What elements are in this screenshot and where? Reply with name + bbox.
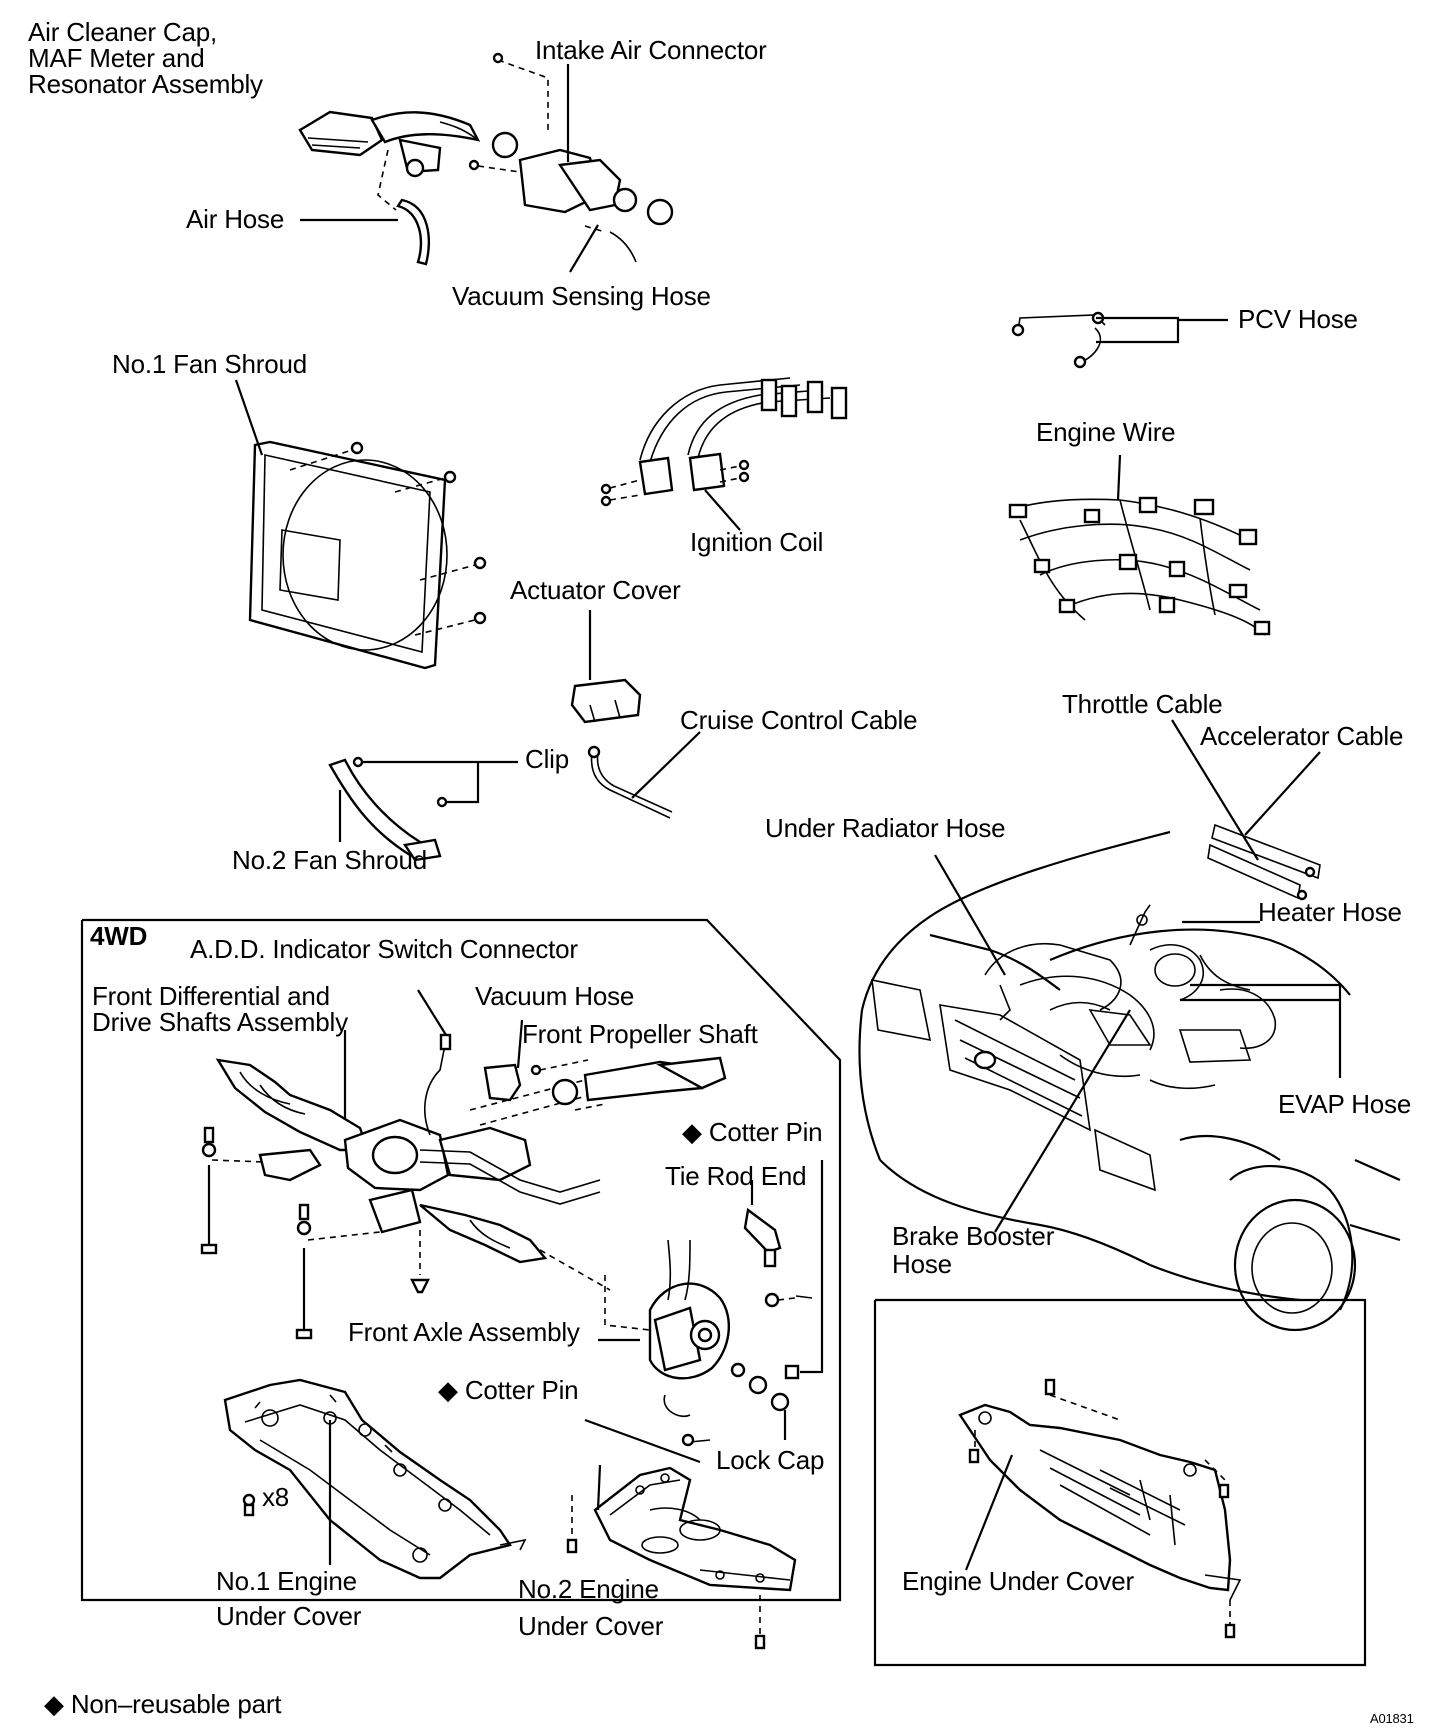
label-no1-fan-shroud: No.1 Fan Shroud: [112, 349, 308, 379]
label-brake-booster-line2: Hose: [892, 1249, 952, 1279]
label-engine-under-cover: Engine Under Cover: [902, 1566, 1134, 1596]
label-tie-rod-end: Tie Rod End: [665, 1161, 807, 1191]
label-intake-air-connector: Intake Air Connector: [535, 35, 767, 65]
label-accelerator-cable: Accelerator Cable: [1200, 721, 1404, 751]
front-propeller-shaft-drawing: [530, 1056, 727, 1111]
label-air-cleaner-line3: Resonator Assembly: [28, 69, 263, 99]
label-no2-fan-shroud: No.2 Fan Shroud: [232, 845, 428, 875]
label-cruise-control-cable: Cruise Control Cable: [680, 705, 918, 735]
engine-under-cover-drawing: [958, 1378, 1242, 1639]
label-pcv-hose: PCV Hose: [1238, 304, 1358, 334]
label-clip: Clip: [525, 744, 569, 774]
label-throttle-cable: Throttle Cable: [1062, 689, 1223, 719]
bolts-left-drawing: [200, 1126, 430, 1340]
label-under-radiator-hose: Under Radiator Hose: [765, 813, 1006, 843]
label-add-indicator-switch-connector: A.D.D. Indicator Switch Connector: [190, 934, 578, 964]
label-vacuum-sensing-hose: Vacuum Sensing Hose: [452, 281, 711, 311]
label-front-diff-line1: Front Differential and: [92, 981, 330, 1011]
label-no1-engine-line1: No.1 Engine: [216, 1566, 357, 1596]
label-lock-cap: Lock Cap: [716, 1445, 825, 1475]
label-no2-engine-line2: Under Cover: [518, 1611, 664, 1641]
tie-rod-end-drawing: [743, 1160, 824, 1380]
throttle-accelerator-cable-drawing: [1171, 719, 1321, 901]
air-hose-drawing: [300, 149, 430, 266]
label-vacuum-hose: Vacuum Hose: [475, 981, 635, 1011]
pcv-hose-drawing: [1011, 311, 1228, 369]
engine-wire-drawing: [1008, 454, 1271, 636]
legend-non-reusable-part: ◆ Non–reusable part: [44, 1689, 282, 1719]
no2-engine-under-cover-drawing: [566, 1464, 797, 1650]
intake-air-connector-drawing: [468, 52, 674, 273]
ignition-coil-drawing: [600, 377, 848, 531]
label-evap-hose: EVAP Hose: [1278, 1089, 1412, 1119]
label-engine-wire: Engine Wire: [1036, 417, 1176, 447]
label-actuator-cover: Actuator Cover: [510, 575, 681, 605]
engine-under-cover-frame: [873, 1298, 1367, 1667]
label-air-cleaner-line1: Air Cleaner Cap,: [28, 17, 217, 47]
vehicle-front-drawing: [858, 830, 1401, 1332]
no1-engine-under-cover-drawing: [223, 1378, 527, 1580]
figure-code: A01831: [1370, 1711, 1414, 1726]
front-axle-assembly-drawing: [539, 1239, 790, 1447]
air-cleaner-assembly-drawing: [298, 110, 481, 178]
label-x8: x8: [262, 1482, 290, 1512]
actuator-cover-drawing: [570, 610, 642, 724]
label-no1-engine-line2: Under Cover: [216, 1601, 362, 1631]
no1-fan-shroud-drawing: [234, 379, 487, 670]
label-no2-engine-line1: No.2 Engine: [518, 1574, 659, 1604]
label-ignition-coil: Ignition Coil: [690, 527, 824, 557]
4wd-section-frame: [80, 918, 842, 1602]
label-brake-booster-line1: Brake Booster: [892, 1221, 1055, 1251]
label-front-propeller-shaft: Front Propeller Shaft: [522, 1019, 758, 1049]
label-front-diff-line2: Drive Shafts Assembly: [92, 1007, 348, 1037]
label-cotter-pin-upper: ◆ Cotter Pin: [682, 1117, 823, 1147]
cruise-control-cable-drawing: [587, 731, 701, 819]
label-cotter-pin-lower: ◆ Cotter Pin: [438, 1375, 579, 1405]
front-differential-drawing: [215, 989, 639, 1264]
no2-fan-shroud-drawing: [328, 756, 518, 862]
label-front-axle-assembly: Front Axle Assembly: [348, 1317, 580, 1347]
label-air-cleaner-line2: MAF Meter and: [28, 43, 205, 73]
label-heater-hose: Heater Hose: [1258, 897, 1402, 927]
label-air-hose: Air Hose: [186, 204, 285, 234]
label-4wd: 4WD: [90, 921, 148, 951]
cotter-pin-lower-drawing: [584, 1418, 701, 1464]
